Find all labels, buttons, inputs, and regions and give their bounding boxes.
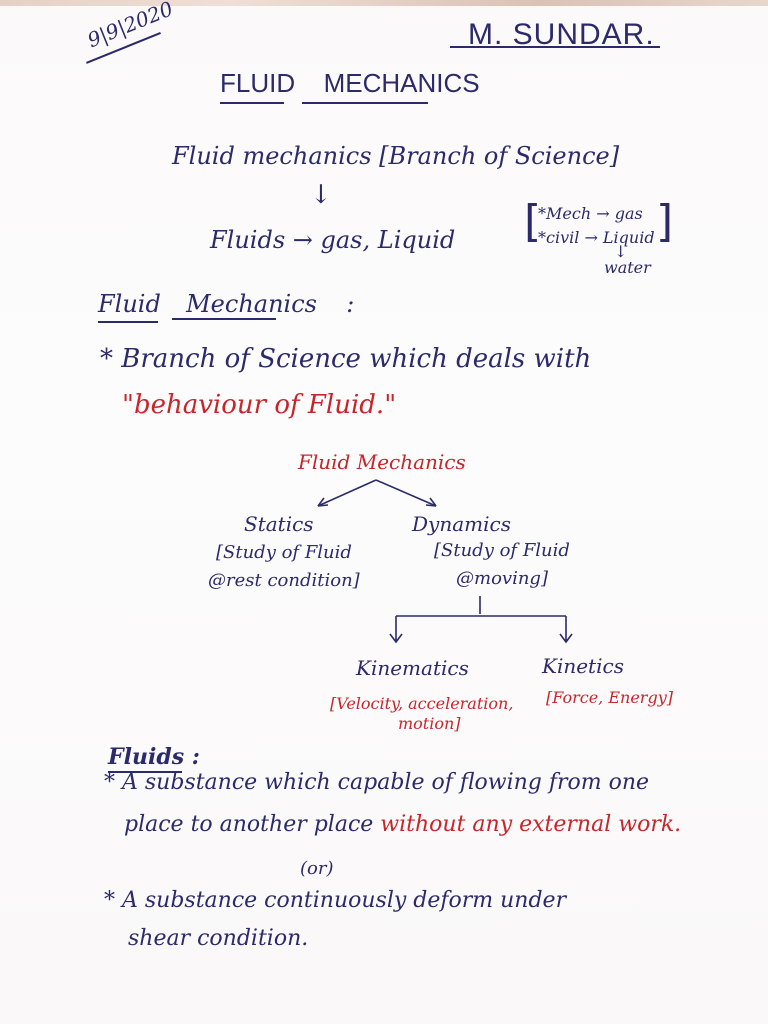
fluids-underline bbox=[108, 771, 182, 773]
heading-colon: : bbox=[346, 290, 355, 318]
branch-to-dynamics bbox=[375, 479, 437, 507]
tree-root: Fluid Mechanics bbox=[298, 450, 466, 474]
heading-underline-1 bbox=[98, 321, 158, 323]
author-name: M. SUNDAR. bbox=[468, 18, 655, 51]
author-underline bbox=[450, 46, 660, 48]
kinematics-desc-2: motion] bbox=[398, 714, 461, 733]
side-note-mech: *Mech → gas bbox=[538, 204, 643, 223]
arrow-to-kinetics bbox=[559, 616, 573, 644]
left-bracket: [ bbox=[524, 196, 542, 247]
kinematics-desc-1: [Velocity, acceleration, bbox=[330, 694, 514, 713]
node-statics: Statics bbox=[244, 512, 314, 536]
right-bracket: ] bbox=[656, 196, 674, 247]
heading-word-mechanics: Mechanics bbox=[186, 290, 317, 318]
side-arrow: ↓ bbox=[614, 242, 628, 261]
arrow-to-kinematics bbox=[389, 616, 403, 644]
arrowhead-statics bbox=[317, 497, 329, 507]
dynamics-desc-2: @moving] bbox=[456, 568, 548, 589]
fluids-def-line-2b: without any external work. bbox=[380, 812, 682, 837]
section-heading-fluids: Fluids : bbox=[108, 744, 200, 770]
fluids-def2-line-1: * A substance continuously deform under bbox=[104, 888, 567, 913]
statics-desc-2: @rest condition] bbox=[208, 570, 360, 591]
page-title: FLUID MECHANICS bbox=[220, 68, 480, 99]
dynamics-desc-1: [Study of Fluid bbox=[434, 540, 570, 561]
kinetics-desc: [Force, Energy] bbox=[546, 688, 673, 707]
fluids-def-line-2: place to another place without any exter… bbox=[124, 812, 681, 837]
heading-word-fluid: Fluid bbox=[98, 290, 161, 318]
title-word-mechanics: MECHANICS bbox=[323, 68, 480, 98]
title-word-fluid: FLUID bbox=[220, 68, 296, 98]
node-kinetics: Kinetics bbox=[542, 654, 624, 678]
intro-line-2: Fluids → gas, Liquid bbox=[210, 226, 456, 254]
arrowhead-dynamics bbox=[425, 497, 437, 507]
statics-desc-1: [Study of Fluid bbox=[216, 542, 352, 563]
node-dynamics: Dynamics bbox=[412, 512, 511, 536]
or-separator: (or) bbox=[300, 858, 334, 879]
fluids-def-line-2a: place to another place bbox=[124, 812, 374, 837]
fluids-def2-line-2: shear condition. bbox=[128, 926, 309, 951]
down-arrow: ↓ bbox=[310, 180, 332, 210]
node-kinematics: Kinematics bbox=[356, 656, 469, 680]
side-note-civil: *civil → Liquid bbox=[538, 228, 655, 247]
page-top-edge bbox=[0, 0, 768, 6]
intro-line-1: Fluid mechanics [Branch of Science] bbox=[172, 142, 620, 170]
heading-underline-2 bbox=[172, 318, 276, 320]
fluids-def-line-1: * A substance which capable of flowing f… bbox=[104, 770, 650, 795]
side-note-water: water bbox=[604, 258, 651, 277]
definition-quote: "behaviour of Fluid." bbox=[122, 390, 397, 420]
branch-to-statics bbox=[317, 479, 377, 507]
section-heading-fluid-mechanics: Fluid Mechanics : bbox=[98, 290, 354, 318]
title-underline-1 bbox=[220, 102, 284, 104]
definition-line-1: * Branch of Science which deals with bbox=[100, 344, 592, 374]
title-underline-2 bbox=[302, 102, 428, 104]
